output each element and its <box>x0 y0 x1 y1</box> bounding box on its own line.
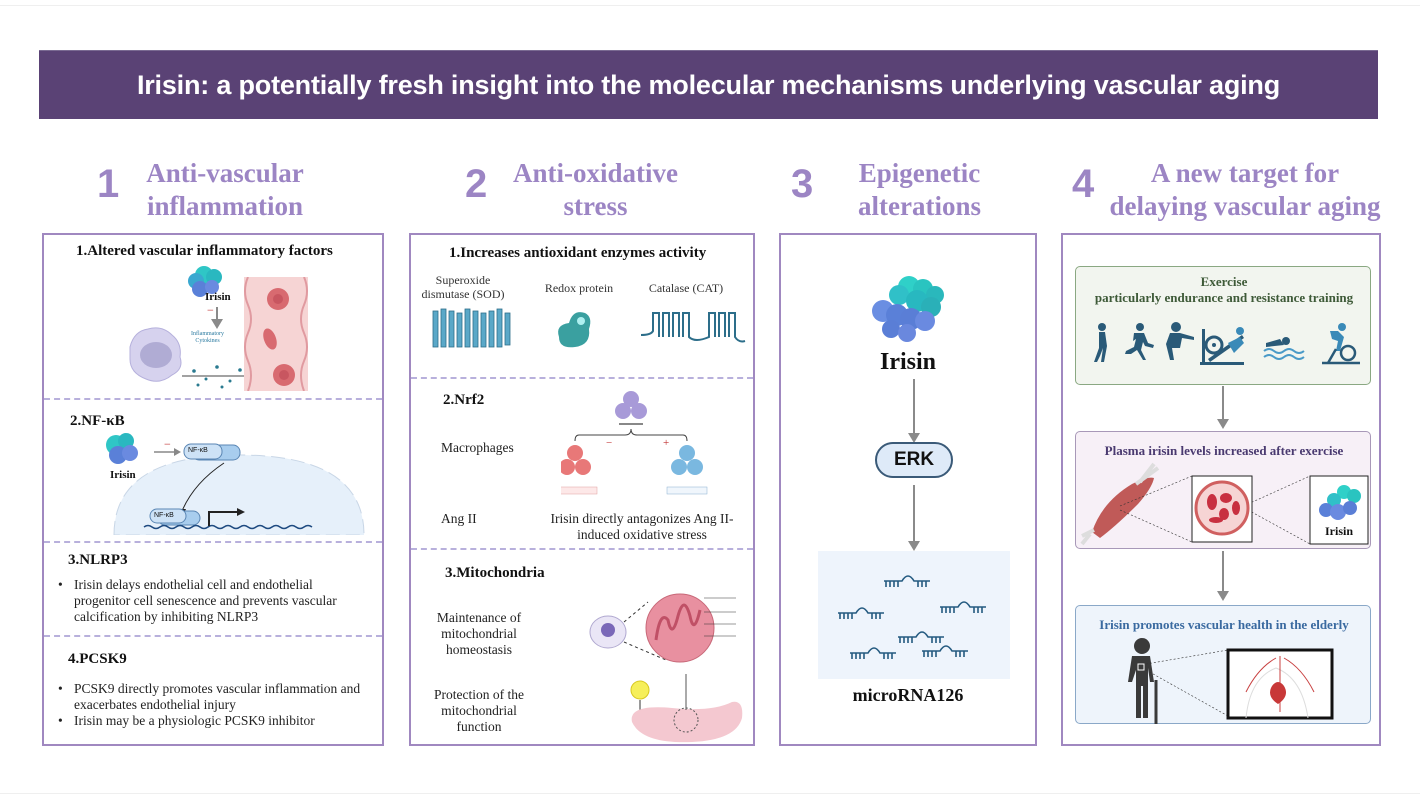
section-4-number: 4 <box>1072 162 1095 206</box>
panel-anti-oxidative: 1.Increases antioxidant enzymes activity… <box>409 233 755 746</box>
p1-divider-2 <box>44 541 382 543</box>
section-4-title-line1: A new target for <box>1150 158 1340 188</box>
top-divider <box>0 5 1420 6</box>
plasma-to-elderly-arrow <box>1217 551 1229 601</box>
leg-press-icon <box>1200 327 1244 365</box>
section-2-title-line1: Anti-oxidative <box>513 158 678 188</box>
section-3-title-line2: alterations <box>858 191 981 221</box>
microrna-box <box>818 551 1010 679</box>
epigenetic-irisin-label: Irisin <box>879 349 936 375</box>
macrophage-polarization-illustration <box>561 391 708 495</box>
bottom-divider <box>0 793 1420 794</box>
panel-epigenetic: Irisin ERK microRNA126 <box>779 233 1037 746</box>
macrophage-cytokine-illustration <box>129 327 306 391</box>
walking-icon <box>1094 323 1107 362</box>
microrna-strands-icon <box>838 575 986 659</box>
p1-heading-4: 4.PCSK9 <box>68 651 127 667</box>
p1-heading-3: 3.NLRP3 <box>68 552 128 568</box>
exercise-box: Exercise particularly endurance and resi… <box>1075 266 1371 385</box>
cycling-icon <box>1322 323 1360 365</box>
irisin-to-erk-arrow <box>908 379 920 443</box>
section-3-number: 3 <box>791 162 814 206</box>
mito-function-label: Protection of the mitochondrial function <box>434 687 524 734</box>
section-1-title-line1: Anti-vascular <box>146 158 304 188</box>
nfkb-pathway-illustration <box>106 433 365 535</box>
title-banner: Irisin: a potentially fresh insight into… <box>39 50 1378 119</box>
muscle-blood-irisin-illustration <box>1080 462 1369 546</box>
p2-divider-1 <box>411 377 753 379</box>
section-1-title: Anti-vascular inflammation <box>130 157 320 223</box>
inhibit-sign: − <box>207 303 214 317</box>
plasma-irisin-box: Plasma irisin levels increased after exe… <box>1075 431 1371 549</box>
p2-heading-2: 2.Nrf2 <box>443 392 485 408</box>
nlrp3-bullets: Irisin delays endothelial cell and endot… <box>56 577 356 625</box>
p1-irisin-label-2: Irisin <box>110 469 136 481</box>
inhibit-sign-2: − <box>164 437 171 451</box>
nlrp3-bullet: Irisin delays endothelial cell and endot… <box>56 577 356 625</box>
panel-anti-inflammation: 1.Altered vascular inflammatory factors … <box>42 233 384 746</box>
exercise-icons-row <box>1094 322 1360 365</box>
running-icon <box>1125 323 1154 360</box>
p1-heading-2: 2.NF-κB <box>70 413 125 429</box>
blood-vessel-illustration <box>244 277 308 391</box>
section-2-title: Anti-oxidative stress <box>498 157 693 223</box>
erk-node: ERK <box>875 442 953 478</box>
enzyme-cat-label: Catalase (CAT) <box>648 281 724 295</box>
page-title: Irisin: a potentially fresh insight into… <box>136 69 1281 100</box>
cytokines-label-line1: Inflammatory <box>191 331 224 337</box>
erk-label: ERK <box>893 449 935 470</box>
swimming-icon <box>1263 337 1305 360</box>
p2-heading-3: 3.Mitochondria <box>445 565 545 581</box>
squat-icon <box>1166 322 1194 360</box>
section-4-title-line2: delaying vascular aging <box>1109 191 1381 221</box>
section-3-title-line1: Epigenetic <box>858 158 981 188</box>
exercise-subtitle: particularly endurance and resistance tr… <box>1094 290 1354 305</box>
panel-new-target: Exercise particularly endurance and resi… <box>1061 233 1381 746</box>
nrf2-macrophages-label: Macrophages <box>441 440 514 455</box>
enzyme-sod-label: Superoxide dismutase (SOD) <box>421 273 505 301</box>
plasma-title: Plasma irisin levels increased after exe… <box>1104 443 1344 458</box>
erk-to-mirna-arrow <box>908 485 920 551</box>
enzyme-redox-label: Redox protein <box>544 281 614 295</box>
exercise-to-plasma-arrow <box>1217 386 1229 429</box>
mito-homeostasis-label: Maintenance of mitochondrial homeostasis <box>436 610 522 657</box>
section-3-title: Epigenetic alterations <box>842 157 997 223</box>
plasma-irisin-label: Irisin <box>1324 524 1353 538</box>
section-4-title: A new target for delaying vascular aging <box>1100 157 1390 223</box>
nrf2-angii-label: Ang II <box>441 511 477 526</box>
p2-heading-1: 1.Increases antioxidant enzymes activity <box>449 245 707 261</box>
elderly-vascular-illustration <box>1128 638 1334 724</box>
nrf2-plus: + <box>663 437 670 449</box>
microrna-label: microRNA126 <box>852 685 964 705</box>
p1-irisin-label: Irisin <box>205 291 231 303</box>
section-1-title-line2: inflammation <box>146 191 303 221</box>
nfkb-label-cytoplasm: NF-κB <box>188 447 208 454</box>
section-2-title-line2: stress <box>563 191 628 221</box>
irisin-protein-icon-large <box>872 276 944 342</box>
elderly-title: Irisin promotes vascular health in the e… <box>1099 617 1349 632</box>
section-1-number: 1 <box>97 162 120 206</box>
elderly-person-icon <box>1128 638 1158 724</box>
section-2-number: 2 <box>465 162 488 206</box>
nfkb-label-nucleus: NF-κB <box>154 512 174 519</box>
p1-divider-1 <box>44 398 382 400</box>
enzymes-illustration <box>432 308 746 348</box>
nrf2-angii-text: Irisin directly antagonizes Ang II-induc… <box>550 511 734 542</box>
exercise-title: Exercise <box>1200 274 1248 289</box>
inhibit-arrow <box>211 307 223 329</box>
mitochondria-illustration <box>589 593 743 743</box>
pcsk9-bullet-2: Irisin may be a physiologic PCSK9 inhibi… <box>56 713 366 729</box>
p1-heading-1: 1.Altered vascular inflammatory factors <box>76 243 333 259</box>
p1-divider-3 <box>44 635 382 637</box>
pcsk9-bullet-1: PCSK9 directly promotes vascular inflamm… <box>56 681 366 713</box>
irisin-protein-icon <box>188 266 222 297</box>
pcsk9-bullets: PCSK9 directly promotes vascular inflamm… <box>56 681 366 729</box>
nrf2-minus: − <box>606 437 613 449</box>
cytokines-label-line2: Cytokines <box>195 338 220 344</box>
elderly-box: Irisin promotes vascular health in the e… <box>1075 605 1371 724</box>
p2-divider-2 <box>411 548 753 550</box>
cytokines-label: Inflammatory Cytokines <box>191 331 224 345</box>
